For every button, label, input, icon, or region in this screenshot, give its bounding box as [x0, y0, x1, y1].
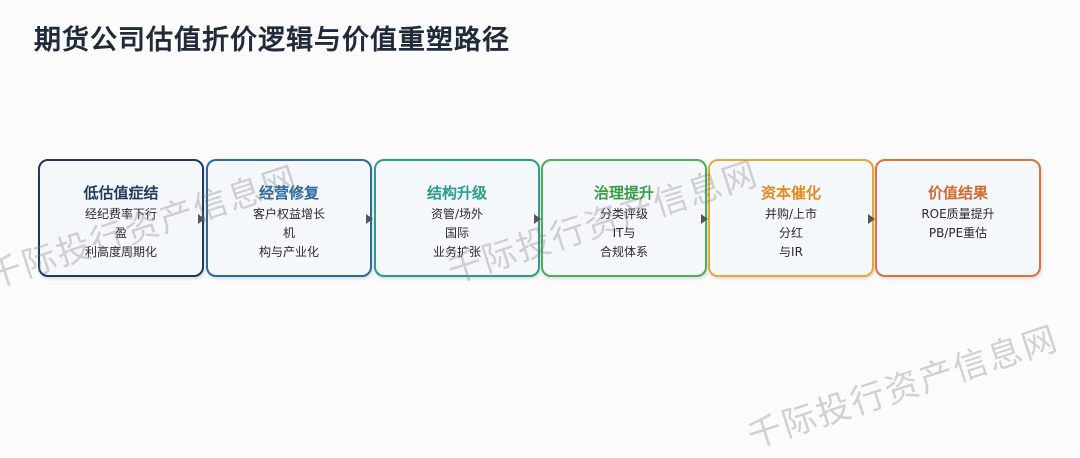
- process-flow: 低估值症结 经纪费率下行 盈 利高度周期化 经营修复 客户权益增长 机 构与产业…: [38, 159, 1042, 281]
- step-title-4: 治理提升: [593, 184, 654, 202]
- arrow-icon-3: [534, 214, 541, 224]
- step-desc-6: ROE质量提升 PB/PE重估: [921, 207, 995, 240]
- step-title-6: 价值结果: [927, 184, 988, 202]
- arrow-icon-4: [701, 214, 708, 224]
- step-desc-3: 资管/场外 国际 业务扩张: [430, 207, 484, 259]
- step-card-3: 结构升级 资管/场外 国际 业务扩张: [374, 159, 540, 277]
- step-title-5: 资本催化: [760, 184, 821, 202]
- step-title-2: 经营修复: [258, 184, 319, 202]
- arrow-icon-2: [366, 214, 373, 224]
- step-desc-4: 分类评级 IT与 合规体系: [599, 207, 648, 259]
- step-desc-5: 并购/上市 分红 与IR: [764, 207, 818, 259]
- step-card-5: 资本催化 并购/上市 分红 与IR: [708, 159, 874, 277]
- step-title-3: 结构升级: [426, 184, 487, 202]
- step-desc-1: 经纪费率下行 盈 利高度周期化: [84, 207, 157, 259]
- watermark-text-3: 千际投行资产信息网: [742, 318, 1064, 457]
- step-card-1: 低估值症结 经纪费率下行 盈 利高度周期化: [38, 159, 204, 277]
- step-title-1: 低估值症结: [83, 184, 159, 202]
- step-card-6: 价值结果 ROE质量提升 PB/PE重估: [875, 159, 1041, 277]
- step-card-2: 经营修复 客户权益增长 机 构与产业化: [206, 159, 372, 277]
- step-desc-2: 客户权益增长 机 构与产业化: [252, 207, 325, 259]
- page-title: 期货公司估值折价逻辑与价值重塑路径: [34, 25, 510, 56]
- arrow-icon-1: [198, 214, 205, 224]
- step-card-4: 治理提升 分类评级 IT与 合规体系: [541, 159, 707, 277]
- arrow-icon-5: [868, 214, 875, 224]
